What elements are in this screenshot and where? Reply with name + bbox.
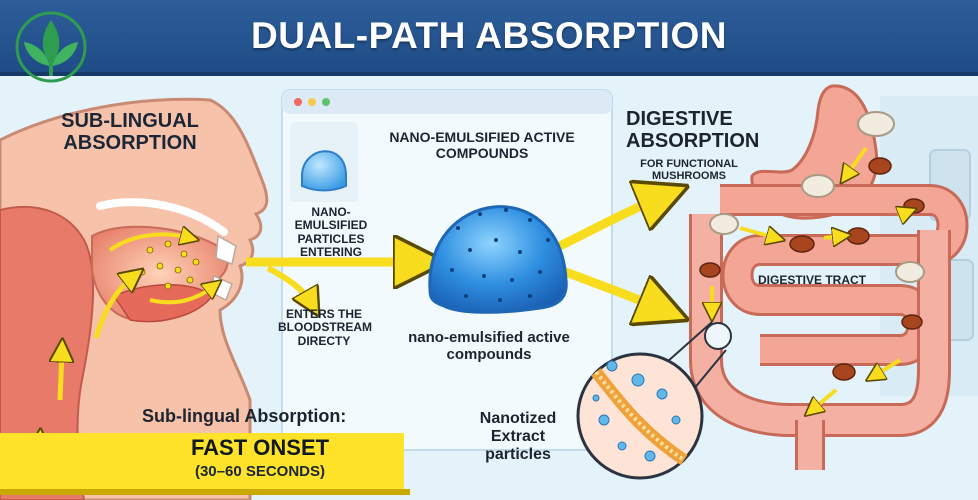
throat-arrow-icon <box>108 234 190 252</box>
digestive-subheading: FOR FUNCTIONAL MUSHROOMS <box>640 158 738 183</box>
nanotized-particles-label: Nanotized Extract particles <box>479 410 557 463</box>
gummy-particles <box>450 208 550 302</box>
sublingual-heading: SUB-LINGUAL ABSORPTION <box>61 110 199 155</box>
digestive-flow-arrows <box>712 146 908 410</box>
onset-banner-shadow <box>0 489 410 495</box>
window-dot-red-icon <box>294 98 302 106</box>
throat-arrow-icon <box>60 350 62 401</box>
onset-banner <box>0 433 404 489</box>
nano-compounds-heading: NANO-EMULSIFIED ACTIVE COMPOUNDS <box>389 129 575 161</box>
leaf-logo-icon <box>15 11 87 83</box>
intestine-arrow-icon <box>558 265 664 310</box>
nanoparticles <box>592 360 681 462</box>
throat-arrow-icon <box>93 276 134 339</box>
digestive-heading: DIGESTIVE ABSORPTION <box>626 108 760 153</box>
cell-membrane <box>594 370 686 462</box>
monitor-titlebar <box>282 90 612 114</box>
large-intestine <box>692 214 948 434</box>
digestive-arrow-icon <box>557 196 664 251</box>
page-title: DUAL-PATH ABSORPTION <box>251 15 727 56</box>
bloodstream-arrow-icon <box>266 265 312 304</box>
mushroom-icon <box>709 111 925 283</box>
onset-time-label: (30–60 SECONDS) <box>194 463 326 480</box>
throat-arrow-icon <box>149 286 214 305</box>
digestive-tract-label: DIGESTIVE TRACT <box>757 273 866 287</box>
fast-onset-label: FAST ONSET <box>190 435 330 460</box>
palate <box>96 198 228 236</box>
particles-entering-label: NANO-EMULSIFIED PARTICLES ENTERING <box>294 205 368 260</box>
small-gummy-icon <box>301 150 347 192</box>
bloodstream-label: ENTERS THE BLOODSTREAM DIRECTY <box>278 307 372 348</box>
gummy-icon <box>428 205 568 314</box>
window-dot-yellow-icon <box>308 98 316 106</box>
header-bar <box>0 0 978 76</box>
nano-compounds-caption: nano-emulsified active compounds <box>408 329 570 363</box>
sublingual-caption: Sub-lingual Absorption: <box>142 406 347 426</box>
zoom-target-ring <box>704 322 732 350</box>
window-dot-green-icon <box>322 98 330 106</box>
